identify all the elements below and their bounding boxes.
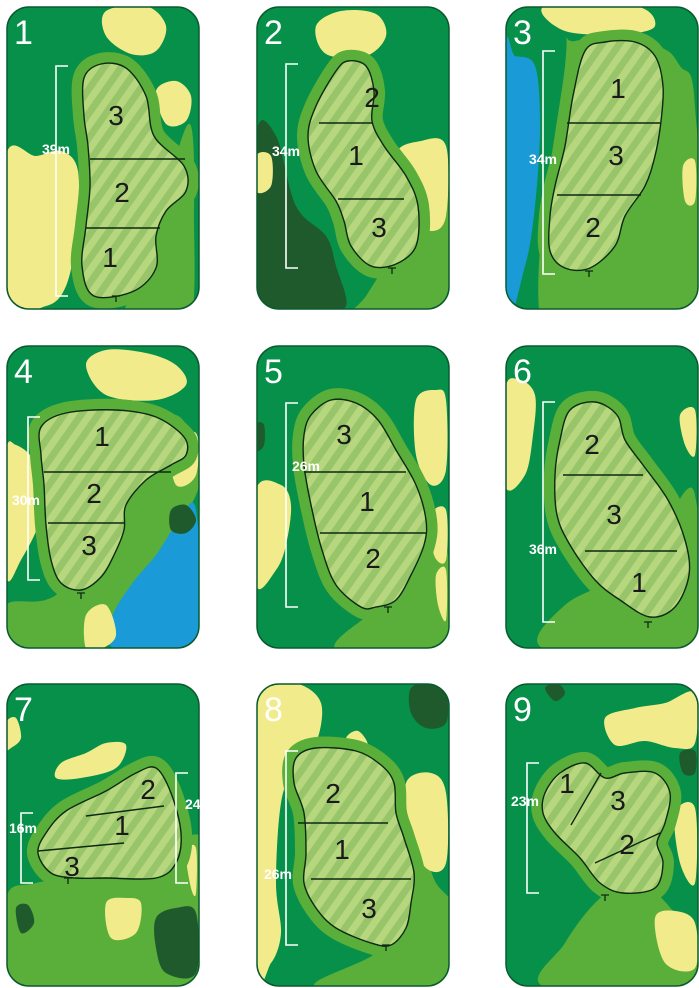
depth-label: 26m (264, 867, 292, 881)
zone-label: 3 (81, 532, 97, 560)
depth-label: 26m (292, 459, 320, 473)
zone-label: 3 (371, 214, 387, 242)
hole-number: 2 (264, 16, 283, 50)
zone-label: 3 (361, 895, 377, 923)
zone-label: 1 (102, 244, 118, 272)
zone-label: 1 (631, 569, 647, 597)
hole-number: 8 (264, 693, 283, 727)
hole-card-9: 9 1 3 2 23m (505, 683, 699, 987)
hole-card-5: 5 3 1 2 26m (256, 345, 450, 649)
hole-number: 1 (14, 16, 33, 50)
zone-label: 3 (336, 421, 352, 449)
hole-card-4: 4 1 2 3 30m (6, 345, 200, 649)
hole-number: 9 (513, 693, 532, 727)
zone-label: 3 (606, 501, 622, 529)
zone-label: 3 (64, 853, 80, 881)
depth-label: 36m (529, 542, 557, 556)
zone-label: 1 (559, 770, 575, 798)
hole-number: 5 (264, 355, 283, 389)
sand-bunker (256, 152, 273, 193)
hole-map-8 (256, 683, 450, 987)
zone-label: 1 (610, 75, 626, 103)
zone-label: 2 (585, 214, 601, 242)
zone-label: 1 (94, 423, 110, 451)
zone-label: 2 (114, 179, 130, 207)
depth-label: 34m (272, 144, 300, 158)
sand-bunker (682, 158, 696, 205)
zone-label: 2 (86, 480, 102, 508)
hole-card-2: 2 2 1 3 34m (256, 6, 450, 310)
hole-card-7: 721316m24m (6, 683, 200, 987)
zone-label: 3 (610, 787, 626, 815)
zone-label: 2 (364, 84, 380, 112)
hole-map-6 (505, 345, 699, 649)
zone-label: 3 (608, 142, 624, 170)
zone-label: 2 (619, 831, 635, 859)
depth-label: 23m (511, 794, 539, 808)
zone-label: 2 (325, 780, 341, 808)
hole-card-6: 6 2 3 1 36m (505, 345, 699, 649)
zone-label: 2 (365, 545, 381, 573)
hole-map-5 (256, 345, 450, 649)
hole-number: 7 (14, 693, 33, 727)
depth-label: 24m (185, 797, 213, 811)
zone-label: 1 (334, 836, 350, 864)
hole-number: 4 (14, 355, 33, 389)
hole-card-1: 1 3 2 1 39m (6, 6, 200, 310)
hole-map-9 (505, 683, 699, 987)
depth-label: 39m (42, 142, 70, 156)
hole-number: 3 (513, 16, 532, 50)
hole-number: 6 (513, 355, 532, 389)
zone-label: 1 (359, 488, 375, 516)
depth-label: 16m (9, 821, 37, 835)
hole-card-8: 8 2 1 3 26m (256, 683, 450, 987)
depth-label: 30m (12, 493, 40, 507)
depth-label: 34m (529, 152, 557, 166)
zone-label: 1 (348, 142, 364, 170)
hole-card-3: 3 1 3 2 34m (505, 6, 699, 310)
zone-label: 2 (140, 776, 156, 804)
zone-label: 1 (114, 812, 130, 840)
zone-label: 3 (108, 102, 124, 130)
zone-label: 2 (584, 431, 600, 459)
